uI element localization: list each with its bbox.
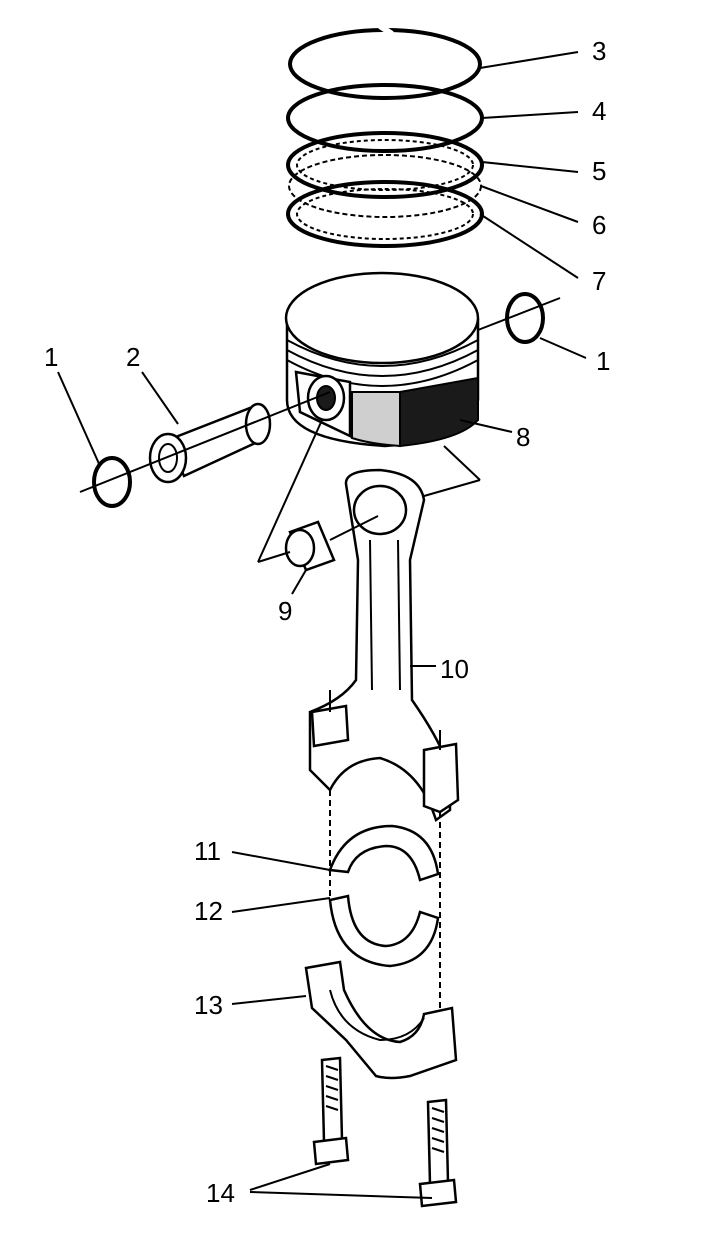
bearing-lower-part	[328, 894, 440, 968]
callout-7: 7	[592, 266, 606, 296]
callout-2: 2	[126, 342, 140, 372]
callout-1-right: 1	[596, 346, 610, 376]
piston-part	[284, 271, 480, 448]
callout-12: 12	[194, 896, 223, 926]
oil-ring-rail-upper-part	[286, 131, 484, 199]
leader-lines	[57, 51, 587, 1199]
connecting-rod-part	[308, 468, 460, 823]
oil-ring-rail-lower-part	[286, 180, 484, 248]
callout-6: 6	[592, 210, 606, 240]
callout-10: 10	[440, 654, 469, 684]
pin-bushing-part	[284, 515, 379, 572]
callout-14: 14	[206, 1178, 235, 1208]
bearing-upper-part	[328, 824, 440, 882]
callout-8: 8	[516, 422, 530, 452]
callout-1-left: 1	[44, 342, 58, 372]
callout-3: 3	[592, 36, 606, 66]
callout-11: 11	[194, 836, 221, 866]
piston-pin-part	[148, 402, 272, 484]
callout-4: 4	[592, 96, 606, 126]
top-ring-part	[288, 23, 482, 100]
ring-clip-left-part	[79, 391, 331, 508]
ring-clip-right-part	[477, 292, 561, 344]
callout-9: 9	[278, 596, 292, 626]
callout-5: 5	[592, 156, 606, 186]
rod-cap-part	[304, 960, 458, 1080]
rod-bolts-part	[312, 1056, 458, 1208]
callout-13: 13	[194, 990, 223, 1020]
